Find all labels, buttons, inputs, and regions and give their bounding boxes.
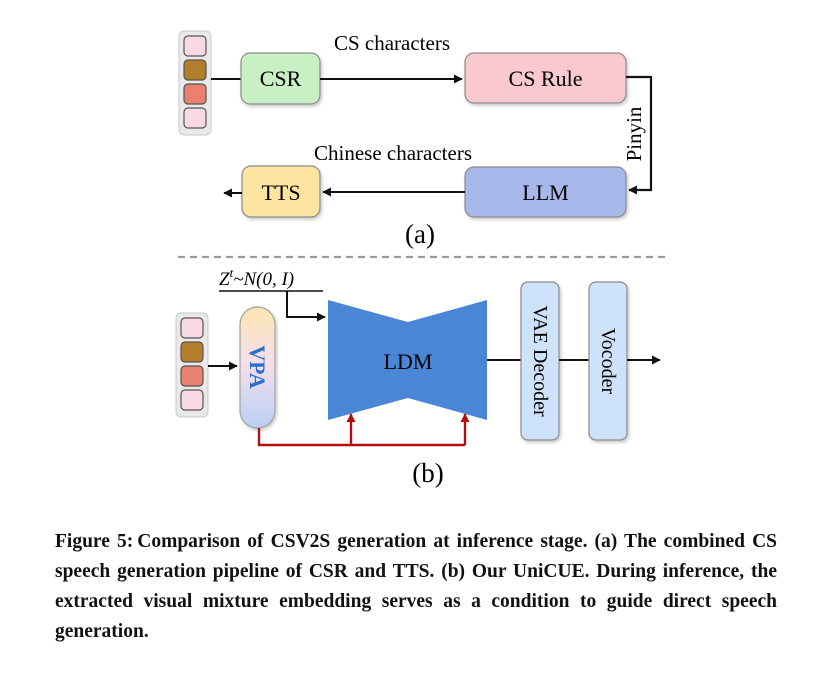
panel-a: CSR CS characters CS Rule Pinyin LLM Chi…	[178, 30, 653, 249]
csr-label: CSR	[260, 66, 302, 91]
ldm-label: LDM	[384, 349, 433, 374]
tts-label: TTS	[261, 180, 300, 205]
figure-caption: Figure 5:Comparison of CSV2S generation …	[55, 527, 777, 647]
tts-box	[241, 165, 321, 218]
token-cell	[180, 389, 204, 411]
noise-rest: ~N(0, I)	[233, 269, 294, 290]
edge-label-pinyin: Pinyin	[622, 106, 646, 161]
ldm-shape	[328, 300, 487, 420]
edge-label-cs-characters: CS characters	[334, 31, 450, 55]
token-cell	[180, 317, 204, 339]
token-cell	[183, 59, 207, 81]
panel-a-label: (a)	[405, 219, 435, 249]
edge-label-chinese-characters: Chinese characters	[314, 141, 472, 165]
csr-node: CSR	[240, 52, 321, 105]
ldm-node: LDM	[328, 300, 487, 420]
token-cell	[183, 35, 207, 57]
panel-b: Zt~N(0, I) VPA LDM VAE Decode	[175, 265, 661, 488]
edge-noise-to-ldm	[286, 291, 326, 322]
vocoder-label: Vocoder	[597, 328, 619, 395]
token-cell	[180, 341, 204, 363]
input-token-stack-b	[175, 312, 209, 418]
panel-b-label: (b)	[412, 458, 443, 488]
llm-node: LLM	[464, 166, 627, 218]
vpa-node: VPA	[239, 306, 276, 429]
noise-base: Z	[219, 269, 230, 290]
noise-formula: Zt~N(0, I)	[219, 265, 294, 290]
tts-node: TTS	[241, 165, 321, 218]
vpa-label: VPA	[245, 345, 270, 389]
llm-label: LLM	[522, 180, 568, 205]
noise-sup: t	[230, 265, 234, 280]
token-cell	[183, 107, 207, 129]
vpa-box	[239, 306, 276, 429]
input-token-stack-a	[178, 30, 212, 136]
token-cell	[183, 83, 207, 105]
condition-bus	[257, 428, 465, 447]
caption-text: Comparison of CSV2S generation at infere…	[55, 531, 777, 642]
vae-decoder-label: VAE Decoder	[529, 305, 551, 417]
cs-rule-node: CS Rule	[464, 52, 627, 104]
vocoder-node: Vocoder	[588, 281, 628, 441]
vpa-condition-arrows	[257, 413, 470, 447]
cs-rule-label: CS Rule	[509, 66, 583, 91]
vae-decoder-node: VAE Decoder	[520, 281, 560, 441]
caption-label: Figure 5:	[55, 531, 134, 552]
token-cell	[180, 365, 204, 387]
edge-cs-rule-to-llm	[626, 75, 653, 195]
